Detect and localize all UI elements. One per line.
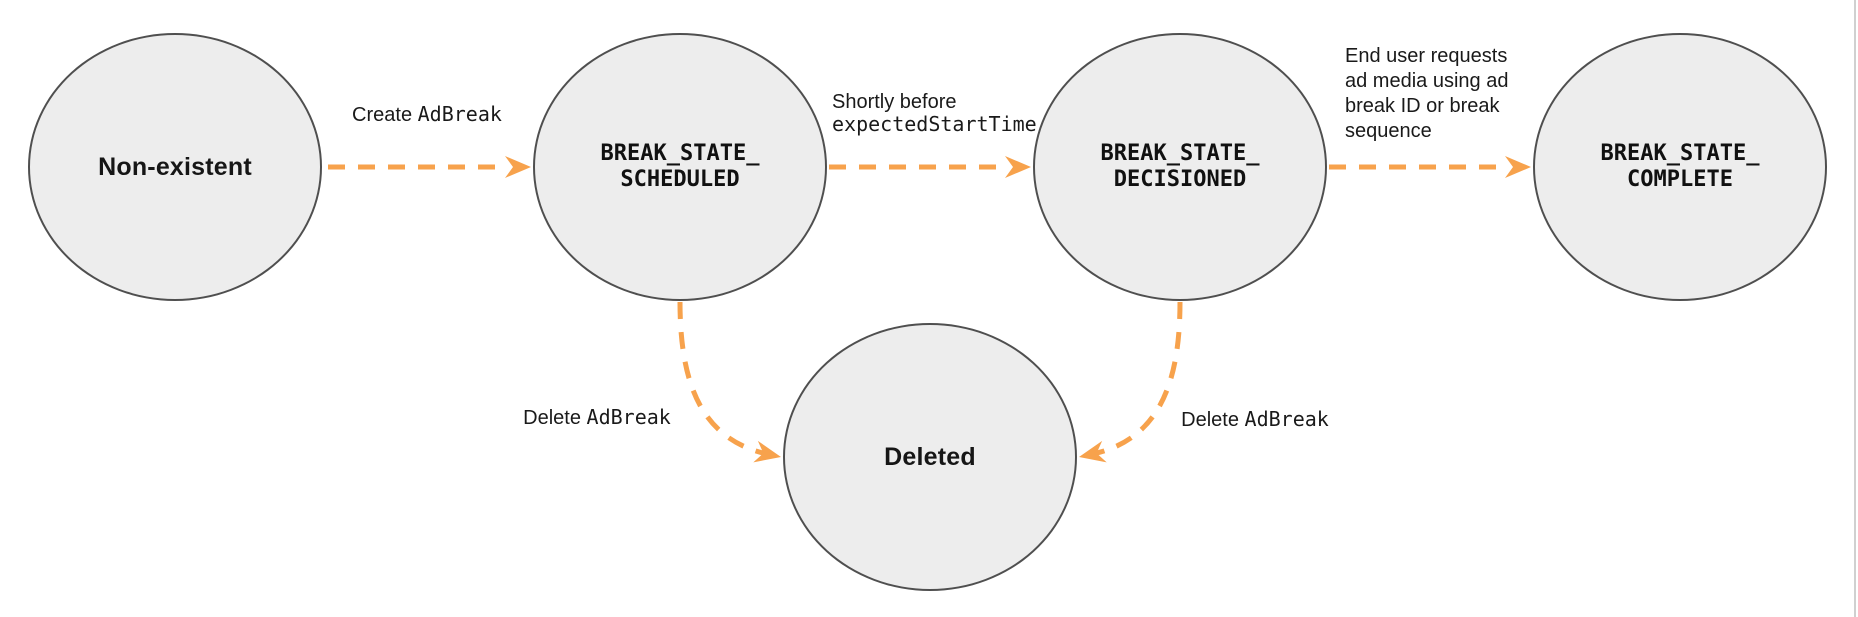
arrow-create-adbreak-head-icon: [505, 156, 531, 178]
edge-label-code: expectedStartTime: [832, 112, 1037, 136]
arrow-delete-scheduled-head-icon: [753, 440, 781, 463]
edge-label-delete-adbreak-left: Delete AdBreak: [447, 405, 747, 430]
state-node-deleted: Deleted: [783, 323, 1077, 591]
edge-label-code: AdBreak: [1244, 407, 1329, 431]
edge-label-text: Create: [352, 104, 418, 126]
state-node-label-line2: SCHEDULED: [620, 167, 740, 192]
state-node-label: BREAK_STATE_ COMPLETE: [1601, 141, 1760, 193]
state-node-label-line2: COMPLETE: [1627, 167, 1733, 192]
arrow-delete-decisioned-head-icon: [1079, 440, 1107, 463]
state-node-label-line1: BREAK_STATE_: [1600, 141, 1760, 166]
edge-label-text: Delete: [1181, 409, 1245, 431]
arrow-shortly-before-head-icon: [1005, 156, 1031, 178]
edge-label-delete-adbreak-right: Delete AdBreak: [1105, 407, 1405, 432]
state-node-label-line2: DECISIONED: [1113, 167, 1247, 192]
state-node-label: BREAK_STATE_ SCHEDULED: [601, 141, 760, 193]
edge-label-shortly-before: Shortly before expectedStartTime: [832, 91, 1037, 135]
edge-label-end-user-requests: End user requests ad media using ad brea…: [1345, 45, 1509, 142]
edge-label-create-adbreak: Create AdBreak: [327, 102, 527, 127]
arrow-delete-decisioned-line: [1082, 301, 1183, 459]
state-node-label-line1: BREAK_STATE_: [600, 141, 760, 166]
edge-label-text: Shortly before: [832, 91, 957, 113]
state-node-break-state-decisioned: BREAK_STATE_ DECISIONED: [1033, 33, 1327, 301]
edge-label-code: AdBreak: [417, 102, 502, 126]
state-node-label: Non-existent: [98, 152, 252, 181]
edge-label-text: Delete: [523, 407, 587, 429]
state-node-break-state-complete: BREAK_STATE_ COMPLETE: [1533, 33, 1827, 301]
state-node-label: BREAK_STATE_ DECISIONED: [1101, 141, 1260, 193]
state-node-label: Deleted: [884, 442, 976, 471]
arrow-end-user-requests-head-icon: [1505, 156, 1531, 178]
arrow-delete-scheduled-line: [677, 301, 778, 459]
state-node-break-state-scheduled: BREAK_STATE_ SCHEDULED: [533, 33, 827, 301]
state-node-label-line1: BREAK_STATE_: [1100, 141, 1260, 166]
state-node-non-existent: Non-existent: [28, 33, 322, 301]
edge-label-code: AdBreak: [586, 405, 671, 429]
page-right-edge-divider: [1854, 0, 1856, 617]
